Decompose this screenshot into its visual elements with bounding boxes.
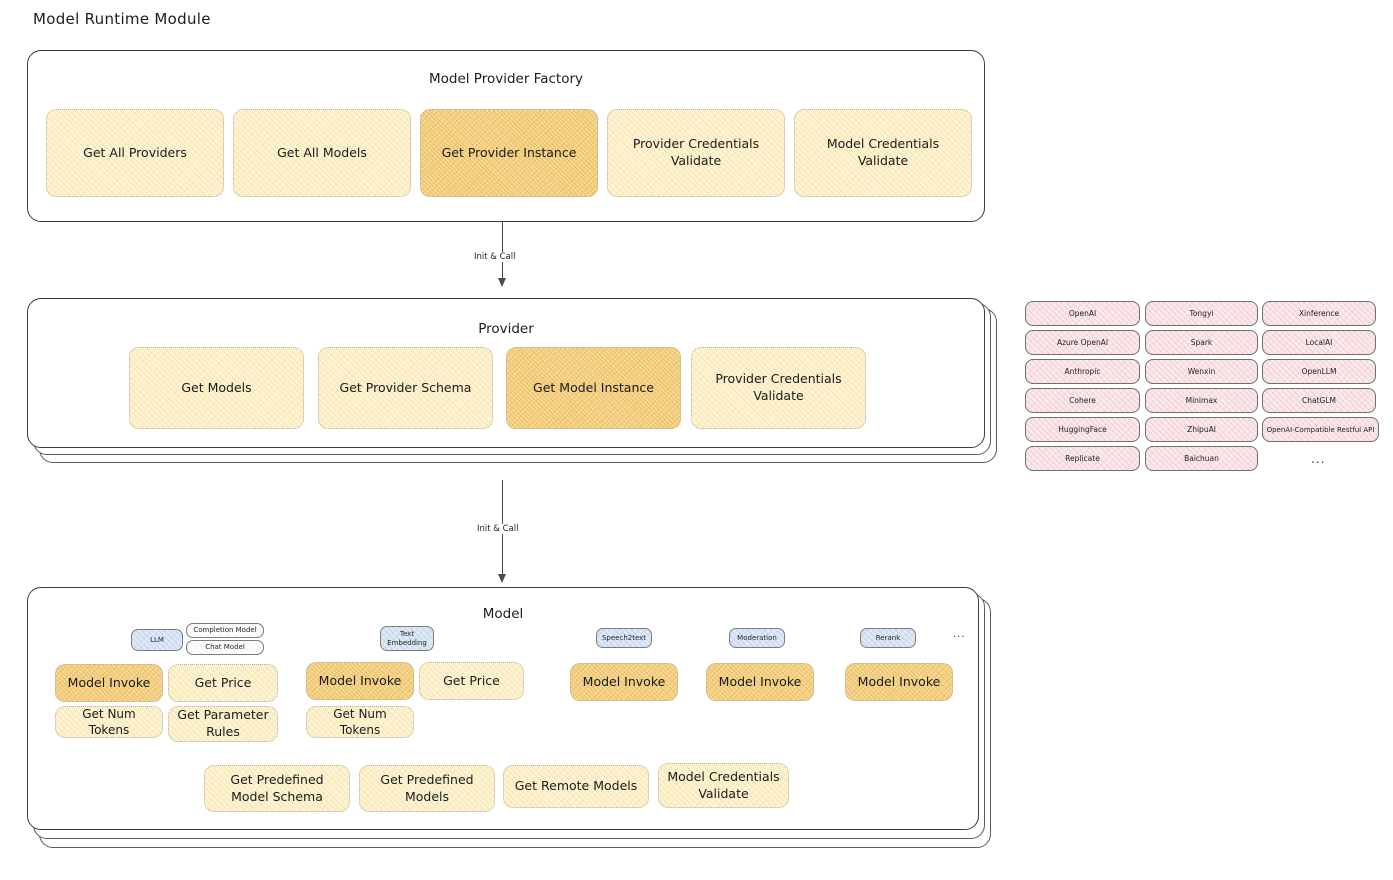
- provider-pill-chatglm[interactable]: ChatGLM: [1262, 388, 1376, 413]
- model-shared-model-credentials-validate[interactable]: Model Credentials Validate: [658, 763, 789, 808]
- provider-title: Provider: [478, 321, 534, 337]
- provider-pill-anthropic[interactable]: Anthropic: [1025, 359, 1140, 384]
- page-title: Model Runtime Module: [33, 10, 211, 28]
- rerank-method-model-invoke[interactable]: Model Invoke: [845, 663, 953, 701]
- model-type-badge-llm[interactable]: LLM: [131, 629, 183, 651]
- provider-pill-xinference[interactable]: Xinference: [1262, 301, 1376, 326]
- arrow-factory-to-provider-label: Init & Call: [471, 252, 519, 262]
- model-provider-factory-group: Model Provider Factory Get All Providers…: [27, 50, 985, 222]
- llm-method-get-parameter-rules[interactable]: Get Parameter Rules: [168, 706, 278, 742]
- model-type-badge-moderation[interactable]: Moderation: [729, 628, 785, 648]
- provider-pill-baichuan[interactable]: Baichuan: [1145, 446, 1258, 471]
- model-shared-get-predefined-models[interactable]: Get Predefined Models: [359, 765, 495, 812]
- provider-pill-cohere[interactable]: Cohere: [1025, 388, 1140, 413]
- arrow-factory-to-provider-head: [498, 278, 506, 287]
- provider-pill-localai[interactable]: LocalAI: [1262, 330, 1376, 355]
- llm-method-get-num-tokens[interactable]: Get Num Tokens: [55, 706, 163, 738]
- provider-cell-provider-credentials-validate[interactable]: Provider Credentials Validate: [691, 347, 866, 429]
- provider-cell-get-provider-schema[interactable]: Get Provider Schema: [318, 347, 493, 429]
- provider-cell-get-model-instance[interactable]: Get Model Instance: [506, 347, 681, 429]
- provider-pill-huggingface[interactable]: HuggingFace: [1025, 417, 1140, 442]
- model-subtype-badge-chat-model[interactable]: Chat Model: [186, 640, 264, 655]
- model-type-badge-text-embedding[interactable]: Text Embedding: [380, 626, 434, 651]
- provider-group: Provider Get Models Get Provider Schema …: [27, 298, 985, 448]
- text-embedding-method-model-invoke[interactable]: Model Invoke: [306, 662, 414, 700]
- text-embedding-method-get-price[interactable]: Get Price: [419, 662, 524, 700]
- llm-method-get-price[interactable]: Get Price: [168, 664, 278, 702]
- arrow-provider-to-model-head: [498, 574, 506, 583]
- model-title: Model: [482, 606, 524, 622]
- provider-pill-zhipuai[interactable]: ZhipuAI: [1145, 417, 1258, 442]
- provider-pill-openllm[interactable]: OpenLLM: [1262, 359, 1376, 384]
- provider-pill-tongyi[interactable]: Tongyi: [1145, 301, 1258, 326]
- speech2text-method-model-invoke[interactable]: Model Invoke: [570, 663, 678, 701]
- model-type-badge-speech2text[interactable]: Speech2text: [596, 628, 652, 648]
- factory-cell-provider-credentials-validate[interactable]: Provider Credentials Validate: [607, 109, 785, 197]
- provider-pill-openai[interactable]: OpenAI: [1025, 301, 1140, 326]
- provider-cell-get-models[interactable]: Get Models: [129, 347, 304, 429]
- factory-cell-get-all-providers[interactable]: Get All Providers: [46, 109, 224, 197]
- provider-list-more: ...: [1311, 452, 1326, 466]
- factory-cell-model-credentials-validate[interactable]: Model Credentials Validate: [794, 109, 972, 197]
- model-shared-get-remote-models[interactable]: Get Remote Models: [503, 765, 649, 808]
- model-provider-factory-title: Model Provider Factory: [428, 71, 583, 87]
- factory-cell-get-all-models[interactable]: Get All Models: [233, 109, 411, 197]
- provider-pill-azure-openai[interactable]: Azure OpenAI: [1025, 330, 1140, 355]
- provider-pill-openai-compatible-restful-api[interactable]: OpenAI-Compatible Restful API: [1262, 417, 1379, 442]
- model-type-badge-rerank[interactable]: Rerank: [860, 628, 916, 648]
- model-group: Model LLM Completion Model Chat Model Mo…: [27, 587, 979, 830]
- provider-pill-spark[interactable]: Spark: [1145, 330, 1258, 355]
- provider-pill-replicate[interactable]: Replicate: [1025, 446, 1140, 471]
- arrow-provider-to-model-label: Init & Call: [474, 524, 522, 534]
- text-embedding-method-get-num-tokens[interactable]: Get Num Tokens: [306, 706, 414, 738]
- provider-pill-minimax[interactable]: Minimax: [1145, 388, 1258, 413]
- provider-pill-wenxin[interactable]: Wenxin: [1145, 359, 1258, 384]
- factory-cell-get-provider-instance[interactable]: Get Provider Instance: [420, 109, 598, 197]
- model-subtype-badge-completion-model[interactable]: Completion Model: [186, 623, 264, 638]
- moderation-method-model-invoke[interactable]: Model Invoke: [706, 663, 814, 701]
- model-shared-get-predefined-model-schema[interactable]: Get Predefined Model Schema: [204, 765, 350, 812]
- llm-method-model-invoke[interactable]: Model Invoke: [55, 664, 163, 702]
- model-types-more: ...: [953, 629, 966, 640]
